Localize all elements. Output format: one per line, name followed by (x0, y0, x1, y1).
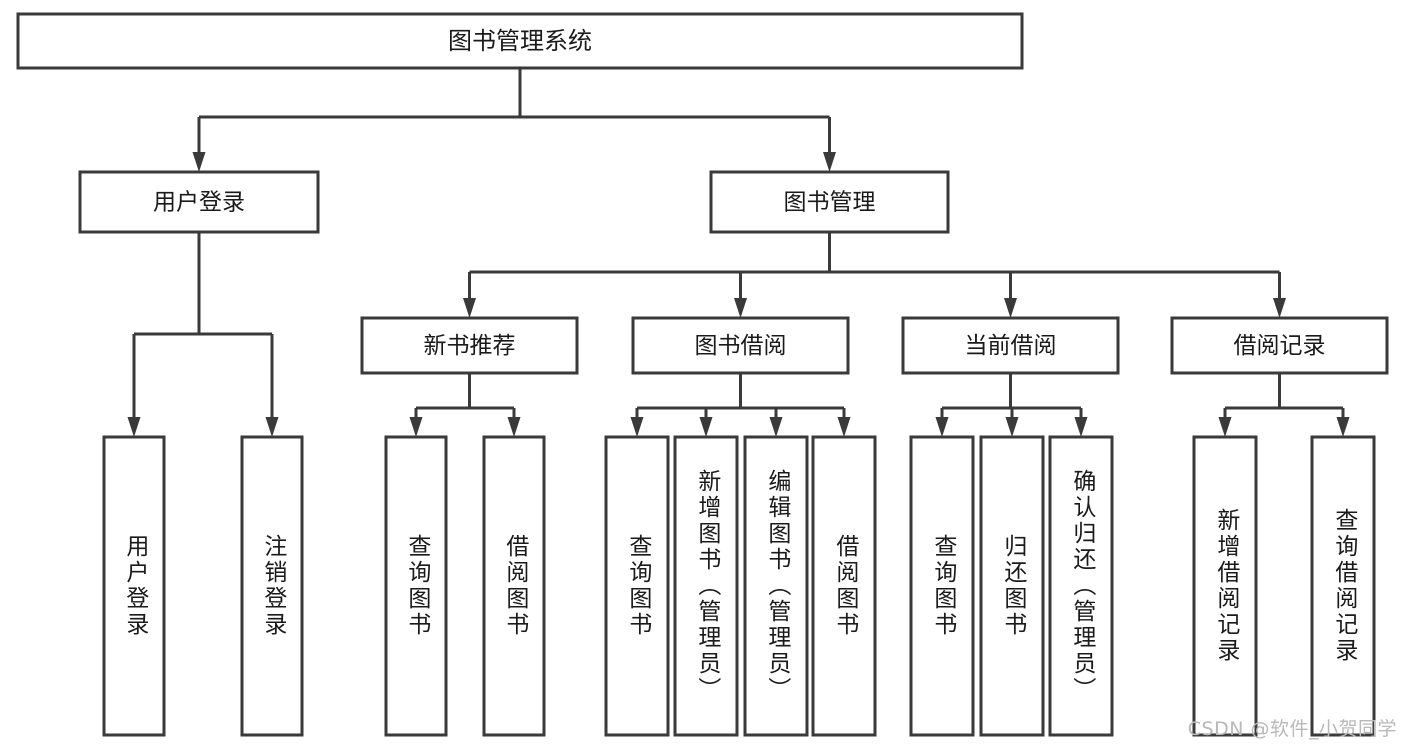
node-borrow-record[interactable]: 借阅记录 (1170, 316, 1389, 375)
node-box-leaf-borrow-add[interactable] (673, 435, 739, 737)
edge-group-new-book-rec (409, 373, 521, 437)
node-leaf-user-logout[interactable] (240, 435, 304, 737)
edge-group-user-login (127, 232, 279, 437)
node-box-leaf-user-logout[interactable] (240, 435, 304, 737)
connector-layer (127, 68, 1350, 437)
node-label-current-borrow: 当前借阅 (965, 333, 1057, 359)
arrow-head-icon (1005, 417, 1019, 437)
node-box-borrow-record[interactable] (1170, 316, 1389, 375)
node-book-borrow[interactable]: 图书借阅 (631, 316, 850, 375)
node-leaf-borrow-query[interactable] (604, 435, 670, 737)
arrow-head-icon (699, 417, 713, 437)
node-leaf-cur-query[interactable] (909, 435, 975, 737)
arrow-head-icon (409, 417, 423, 437)
arrow-head-icon (1074, 417, 1088, 437)
arrow-head-icon (837, 417, 851, 437)
node-box-book-manage[interactable] (709, 170, 950, 234)
arrow-head-icon (1273, 298, 1286, 318)
node-leaf-cur-return[interactable] (979, 435, 1045, 737)
node-leaf-borrow-edit[interactable] (743, 435, 809, 737)
node-box-leaf-rec-query[interactable] (384, 435, 448, 737)
arrow-head-icon (769, 417, 783, 437)
arrow-head-icon (463, 298, 476, 318)
node-box-new-book-rec[interactable] (360, 316, 579, 375)
node-label-new-book-rec: 新书推荐 (424, 333, 516, 359)
edge-group-root (192, 68, 836, 172)
node-box-leaf-cur-confirm[interactable] (1048, 435, 1114, 737)
node-user-login[interactable]: 用户登录 (78, 170, 320, 234)
node-box-leaf-rec-add[interactable] (1192, 435, 1258, 737)
node-box-root[interactable] (16, 12, 1024, 70)
node-box-book-borrow[interactable] (631, 316, 850, 375)
arrow-head-icon (935, 417, 949, 437)
node-box-leaf-borrow-query[interactable] (604, 435, 670, 737)
node-label-book-manage: 图书管理 (784, 190, 876, 216)
arrow-head-icon (734, 298, 747, 318)
arrow-head-icon (507, 417, 521, 437)
node-box-leaf-cur-query[interactable] (909, 435, 975, 737)
node-leaf-user-login[interactable] (102, 435, 166, 737)
node-label-user-login: 用户登录 (153, 190, 245, 216)
arrow-head-icon (823, 152, 836, 172)
node-box-leaf-rec-query2[interactable] (1310, 435, 1376, 737)
node-label-root: 图书管理系统 (448, 27, 592, 55)
node-box-current-borrow[interactable] (901, 316, 1120, 375)
node-label-borrow-record: 借阅记录 (1234, 333, 1326, 359)
node-leaf-borrow-do[interactable] (811, 435, 877, 737)
node-current-borrow[interactable]: 当前借阅 (901, 316, 1120, 375)
arrow-head-icon (1336, 417, 1350, 437)
node-book-manage[interactable]: 图书管理 (709, 170, 950, 234)
edge-group-book-manage (463, 232, 1286, 318)
node-leaf-rec-query2[interactable] (1310, 435, 1376, 737)
arrow-head-icon (127, 417, 141, 437)
arrow-head-icon (1218, 417, 1232, 437)
node-new-book-rec[interactable]: 新书推荐 (360, 316, 579, 375)
arrow-head-icon (265, 417, 279, 437)
node-leaf-borrow-add[interactable] (673, 435, 739, 737)
arrow-head-icon (192, 152, 206, 172)
edge-group-borrow-record (1218, 373, 1350, 437)
node-box-leaf-borrow-do[interactable] (811, 435, 877, 737)
node-box-user-login[interactable] (78, 170, 320, 234)
node-label-book-borrow: 图书借阅 (695, 333, 787, 359)
node-box-leaf-cur-return[interactable] (979, 435, 1045, 737)
arrow-head-icon (630, 417, 644, 437)
node-box-leaf-rec-borrow[interactable] (482, 435, 546, 737)
node-box-leaf-user-login[interactable] (102, 435, 166, 737)
node-leaf-rec-query[interactable] (384, 435, 448, 737)
node-root[interactable]: 图书管理系统 (16, 12, 1024, 70)
node-box-leaf-borrow-edit[interactable] (743, 435, 809, 737)
node-leaf-rec-add[interactable] (1192, 435, 1258, 737)
edge-group-current-borrow (935, 373, 1088, 437)
edge-group-book-borrow (630, 373, 851, 437)
node-leaf-rec-borrow[interactable] (482, 435, 546, 737)
node-leaf-cur-confirm[interactable] (1048, 435, 1114, 737)
arrow-head-icon (1004, 298, 1017, 318)
watermark-credit: CSDN @软件_小贺同学 (1187, 718, 1397, 740)
